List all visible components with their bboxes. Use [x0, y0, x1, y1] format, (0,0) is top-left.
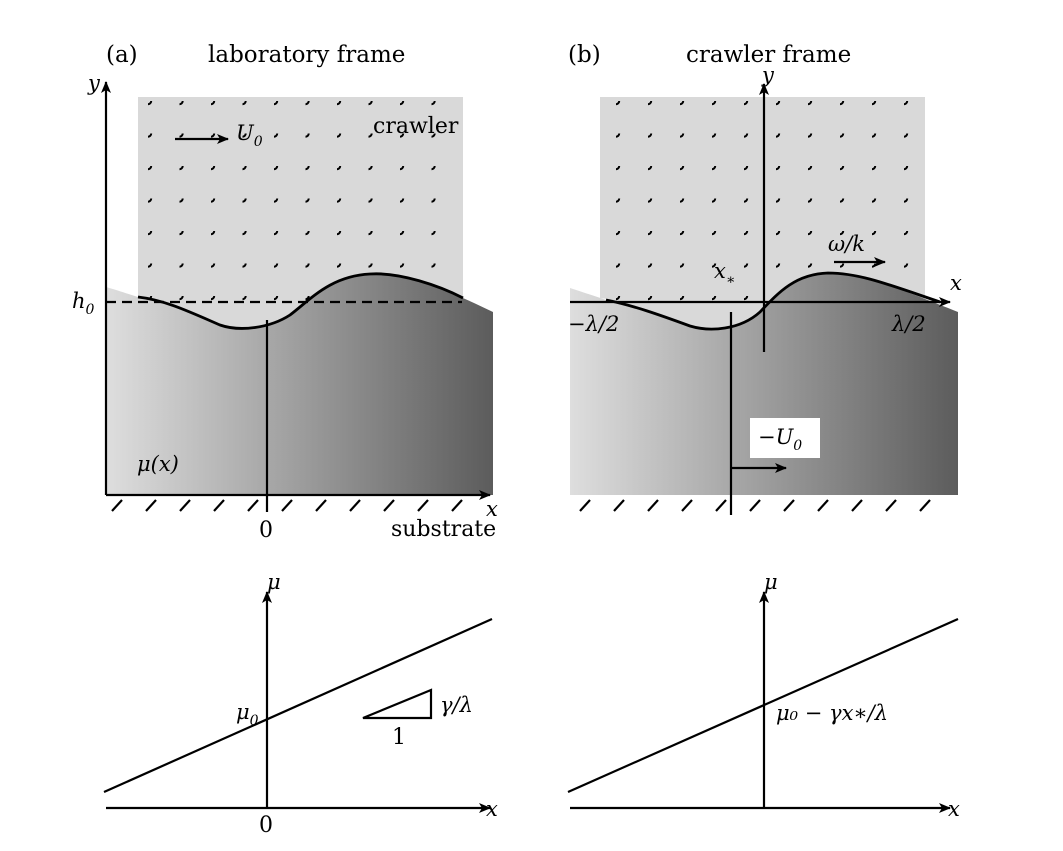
substrate-hatching-a [111, 499, 463, 512]
xstar-label: x∗ [714, 259, 735, 288]
intercept-label-d: μ₀ − γx∗/λ [776, 701, 888, 725]
y-axis-label-a: y [87, 71, 101, 95]
substrate-hatching-b [579, 499, 931, 512]
intercept-label-c: μ0 [236, 700, 259, 729]
gel-layer-a [106, 273, 493, 495]
panel-d: x μ μ₀ − γx∗/λ [567, 570, 960, 821]
mu-line-d [567, 617, 959, 794]
panel-b-label: (b) [568, 42, 601, 68]
crawler-dots-a [138, 97, 463, 302]
wave-speed-label: ω/k [828, 232, 865, 256]
panel-b-title: crawler frame [686, 42, 851, 68]
y-axis-label-d: μ [764, 570, 778, 594]
velocity-label-box-b [750, 418, 820, 458]
substrate-label: substrate [391, 517, 496, 542]
right-period-label: λ/2 [891, 312, 926, 336]
velocity-label-b: −U0 [758, 425, 802, 454]
gel-layer-b [570, 273, 958, 495]
slope-run-label: 1 [392, 725, 406, 750]
mu-x-label: μ(x) [137, 452, 179, 476]
interface-curve-b [605, 271, 941, 331]
crawler-dots-b [600, 97, 925, 302]
panel-a-title: laboratory frame [208, 42, 405, 68]
interface-curve-a [137, 272, 464, 330]
panel-c: x μ μ0 γ/λ 1 0 [103, 570, 498, 838]
crawler-label: crawler [373, 114, 459, 139]
origin-label-c: 0 [259, 813, 273, 838]
origin-label-a: 0 [259, 518, 273, 543]
slope-triangle [362, 688, 433, 720]
panel-b: (b) crawler frame −U0 x y x∗ ω/k −λ/2 λ/… [568, 42, 962, 515]
x-axis-label-c: x [486, 797, 498, 821]
y-axis-label-b: y [761, 63, 775, 87]
x-axis-label-a: x [486, 497, 498, 521]
mu-line-c [103, 617, 493, 794]
y-axis-label-c: μ [267, 570, 281, 594]
x-axis-label-d: x [948, 797, 960, 821]
panel-a: (a) laboratory frame y x [72, 42, 498, 543]
h0-label: h0 [72, 289, 95, 318]
slope-rise-label: γ/λ [440, 693, 473, 717]
velocity-label-a: U0 [236, 121, 263, 150]
panel-a-label: (a) [106, 42, 138, 68]
left-period-label: −λ/2 [568, 312, 619, 336]
x-axis-label-b: x [950, 271, 962, 295]
